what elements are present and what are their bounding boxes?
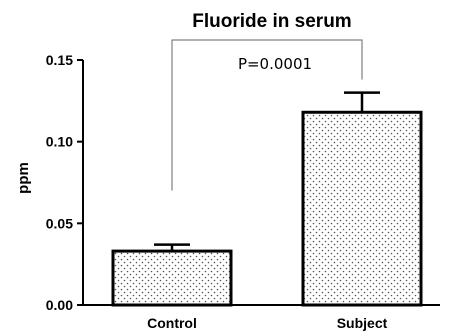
significance-bracket xyxy=(171,39,363,191)
bar-subject xyxy=(301,110,423,307)
y-tick-label-1: 0.05 xyxy=(46,215,73,231)
chart-title: Fluoride in serum xyxy=(192,11,351,32)
bar-control xyxy=(111,249,233,307)
p-value-annotation: P=0.0001 xyxy=(238,55,312,73)
y-tick-label-0: 0.00 xyxy=(46,297,73,313)
x-tick-label-control: Control xyxy=(147,315,197,331)
y-tick-label-3: 0.15 xyxy=(46,52,73,68)
x-tick-label-subject: Subject xyxy=(337,315,388,331)
y-tick-label-2: 0.10 xyxy=(46,134,73,150)
y-axis-label: ppm xyxy=(15,162,32,194)
